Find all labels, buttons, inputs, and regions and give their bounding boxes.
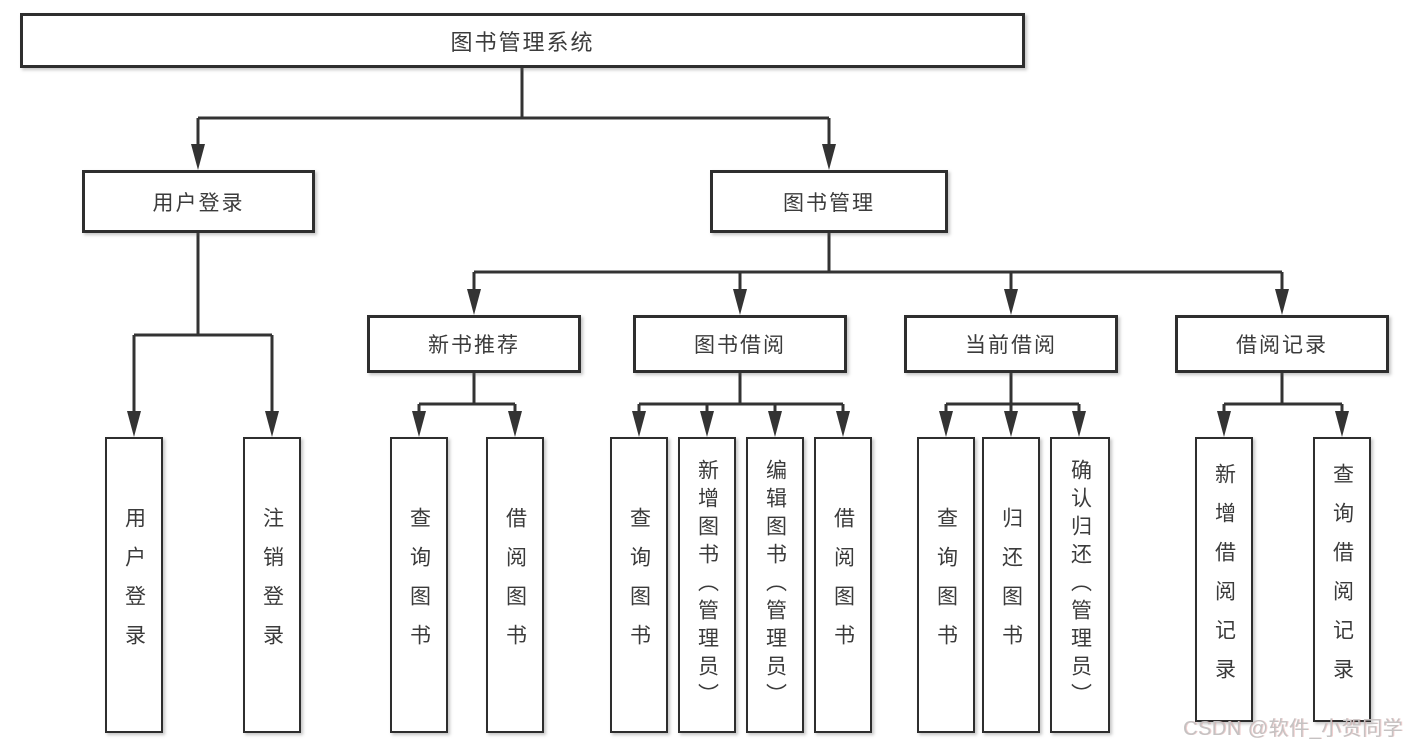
node-label: 借阅图书 xyxy=(503,507,527,663)
node-label: 当前借阅 xyxy=(965,334,1057,357)
node-label: 归还图书 xyxy=(999,507,1023,663)
node-leaf-borrow-books-2: 借阅图书 xyxy=(814,437,872,733)
node-user-login: 用户登录 xyxy=(82,170,315,233)
node-label: 新书推荐 xyxy=(428,334,520,357)
arrowheads xyxy=(127,144,1349,437)
node-label: 查询图书 xyxy=(934,507,958,663)
node-borrowing-records: 借阅记录 xyxy=(1175,315,1389,373)
node-label: 注销登录 xyxy=(260,507,284,663)
node-label: 新增图书（管理员） xyxy=(695,459,719,711)
node-label: 借阅图书 xyxy=(831,507,855,663)
node-leaf-return-books: 归还图书 xyxy=(982,437,1040,733)
node-book-management: 图书管理 xyxy=(710,170,948,233)
node-label: 用户登录 xyxy=(152,191,245,215)
node-label: 查询借阅记录 xyxy=(1330,462,1354,697)
node-leaf-query-books-1: 查询图书 xyxy=(390,437,448,733)
node-leaf-borrow-books-1: 借阅图书 xyxy=(486,437,544,733)
node-leaf-edit-books-admin: 编辑图书（管理员） xyxy=(746,437,804,733)
node-label: 新增借阅记录 xyxy=(1212,462,1236,697)
node-new-book-recommendation: 新书推荐 xyxy=(367,315,581,373)
node-leaf-query-books-2: 查询图书 xyxy=(610,437,668,733)
node-label: 编辑图书（管理员） xyxy=(763,459,787,711)
node-label: 查询图书 xyxy=(627,507,651,663)
node-leaf-user-login: 用户登录 xyxy=(105,437,163,733)
node-label: 用户登录 xyxy=(122,507,146,663)
node-leaf-confirm-return-admin: 确认归还（管理员） xyxy=(1050,437,1110,733)
node-book-borrowing: 图书借阅 xyxy=(633,315,847,373)
node-label: 查询图书 xyxy=(407,507,431,663)
node-label: 图书借阅 xyxy=(694,334,786,357)
node-label: 确认归还（管理员） xyxy=(1068,459,1092,711)
node-leaf-query-borrow-record: 查询借阅记录 xyxy=(1313,437,1371,722)
csdn-watermark: CSDN @软件_小贺同学 xyxy=(1183,718,1404,740)
node-label: 借阅记录 xyxy=(1236,334,1328,357)
node-current-borrowing: 当前借阅 xyxy=(904,315,1118,373)
node-library-management-system: 图书管理系统 xyxy=(20,13,1025,68)
tree-edges xyxy=(132,68,1344,413)
node-leaf-add-borrow-record: 新增借阅记录 xyxy=(1195,437,1253,722)
node-label: 图书管理系统 xyxy=(450,29,595,55)
node-leaf-add-books-admin: 新增图书（管理员） xyxy=(678,437,736,733)
node-leaf-logout: 注销登录 xyxy=(243,437,301,733)
node-leaf-query-books-3: 查询图书 xyxy=(917,437,975,733)
node-label: 图书管理 xyxy=(783,191,875,215)
